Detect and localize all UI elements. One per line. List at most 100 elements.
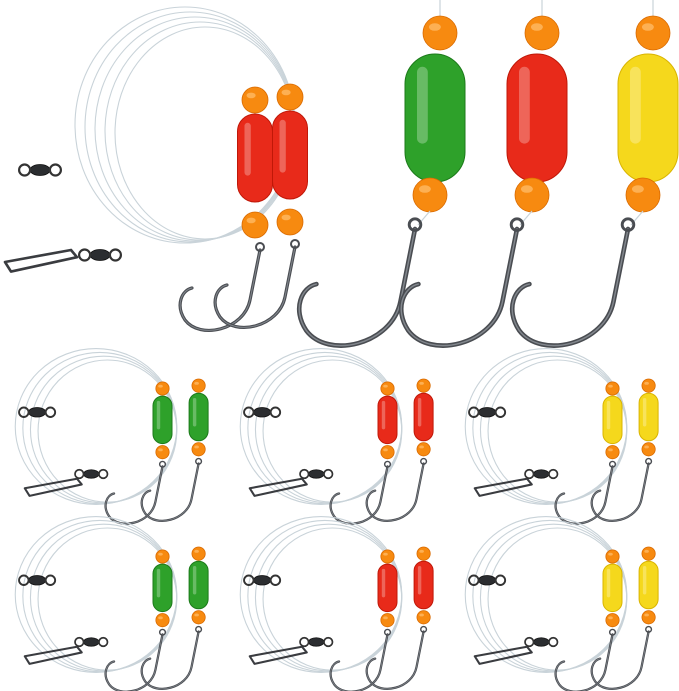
hook-shine xyxy=(400,228,518,347)
barrel-swivel xyxy=(299,636,334,648)
swivel-barrel xyxy=(253,575,272,586)
float-highlight xyxy=(156,400,161,430)
yellow-float xyxy=(638,392,659,442)
barrel-swivel xyxy=(74,636,109,648)
hook-shine xyxy=(179,249,261,331)
red-float xyxy=(377,563,398,613)
bead-highlight xyxy=(419,613,424,617)
swivel-ring xyxy=(494,406,507,418)
bead-highlight xyxy=(419,549,424,553)
orange-bead xyxy=(605,445,620,460)
swivel-ring xyxy=(18,574,30,586)
bead-highlight xyxy=(158,616,163,620)
orange-bead xyxy=(641,546,656,561)
orange-bead xyxy=(605,381,620,396)
hook-eye xyxy=(158,460,167,468)
float-highlight xyxy=(642,398,647,427)
red-float xyxy=(413,392,434,442)
bead-highlight xyxy=(281,214,291,221)
swivel-ring xyxy=(299,468,310,480)
bead-highlight xyxy=(194,549,199,553)
hook-shine xyxy=(105,466,163,525)
hook-eye xyxy=(608,628,617,636)
fishing-line xyxy=(262,359,403,503)
orange-bead xyxy=(641,610,656,625)
bead-highlight xyxy=(194,613,199,617)
small-rig xyxy=(14,348,209,525)
swivel-ring xyxy=(524,636,535,648)
snap-clip xyxy=(473,645,533,665)
hook-shine xyxy=(555,466,613,525)
orange-bead xyxy=(416,546,431,561)
bead-highlight xyxy=(644,549,649,553)
orange-bead xyxy=(514,177,550,213)
hook-eye xyxy=(383,460,392,468)
swivel-barrel xyxy=(478,407,497,418)
yellow-float xyxy=(617,53,679,183)
yellow-float xyxy=(602,395,623,445)
snap-clip xyxy=(3,248,79,273)
barrel-swivel xyxy=(524,636,559,648)
orange-bead xyxy=(241,211,269,239)
hook-eye xyxy=(608,460,617,468)
swivel-ring xyxy=(108,248,123,262)
hook-eye xyxy=(290,239,300,249)
barrel-swivel xyxy=(468,406,507,418)
swivel-ring xyxy=(98,636,109,648)
bead-highlight xyxy=(530,23,543,31)
small-rigs-grid xyxy=(14,348,659,691)
swivel-ring xyxy=(323,636,334,648)
orange-bead xyxy=(380,445,395,460)
fishing-line xyxy=(37,359,178,503)
barrel-swivel xyxy=(243,574,282,586)
green-float xyxy=(188,392,209,442)
float-highlight xyxy=(381,400,386,430)
swivel-barrel xyxy=(83,637,100,647)
orange-bead xyxy=(276,208,304,236)
bead-highlight xyxy=(644,613,649,617)
hook-eye xyxy=(195,457,203,465)
bead-highlight xyxy=(631,185,644,193)
hook-shine xyxy=(298,228,416,347)
barrel-swivel xyxy=(524,468,559,480)
swivel-ring xyxy=(548,468,559,480)
orange-bead xyxy=(416,442,431,457)
swivel-ring xyxy=(548,636,559,648)
large-rig-group xyxy=(3,0,679,348)
hook-eye xyxy=(620,217,636,232)
swivel-ring xyxy=(494,574,507,586)
snap-clip xyxy=(23,645,83,665)
hook-eye xyxy=(509,217,525,232)
barrel-swivel xyxy=(468,574,507,586)
orange-bead xyxy=(422,15,458,51)
orange-bead xyxy=(641,378,656,393)
hook-shine xyxy=(105,634,163,691)
fishing-line xyxy=(487,359,628,503)
bead-highlight xyxy=(520,185,533,193)
orange-bead xyxy=(605,549,620,564)
swivel-barrel xyxy=(533,469,550,479)
swivel-ring xyxy=(98,468,109,480)
snap-clip xyxy=(473,477,533,497)
small-rig xyxy=(464,516,659,691)
swivel-ring xyxy=(18,406,30,418)
hook-shine xyxy=(330,466,388,525)
orange-bead xyxy=(412,177,448,213)
small-rig xyxy=(239,516,434,691)
snap-clip xyxy=(23,477,83,497)
orange-bead xyxy=(635,15,671,51)
hook-shine xyxy=(366,463,424,522)
fishing-line xyxy=(37,527,178,671)
orange-bead xyxy=(380,381,395,396)
float-highlight xyxy=(192,398,197,427)
hook-eye xyxy=(195,625,203,633)
swivel-barrel xyxy=(308,469,325,479)
float-highlight xyxy=(279,119,286,173)
yellow-float xyxy=(638,560,659,610)
small-rig xyxy=(239,348,434,525)
float-highlight xyxy=(417,566,422,595)
swivel-barrel xyxy=(83,469,100,479)
orange-bead xyxy=(241,86,269,114)
hook-shine xyxy=(214,246,296,328)
orange-bead xyxy=(155,381,170,396)
